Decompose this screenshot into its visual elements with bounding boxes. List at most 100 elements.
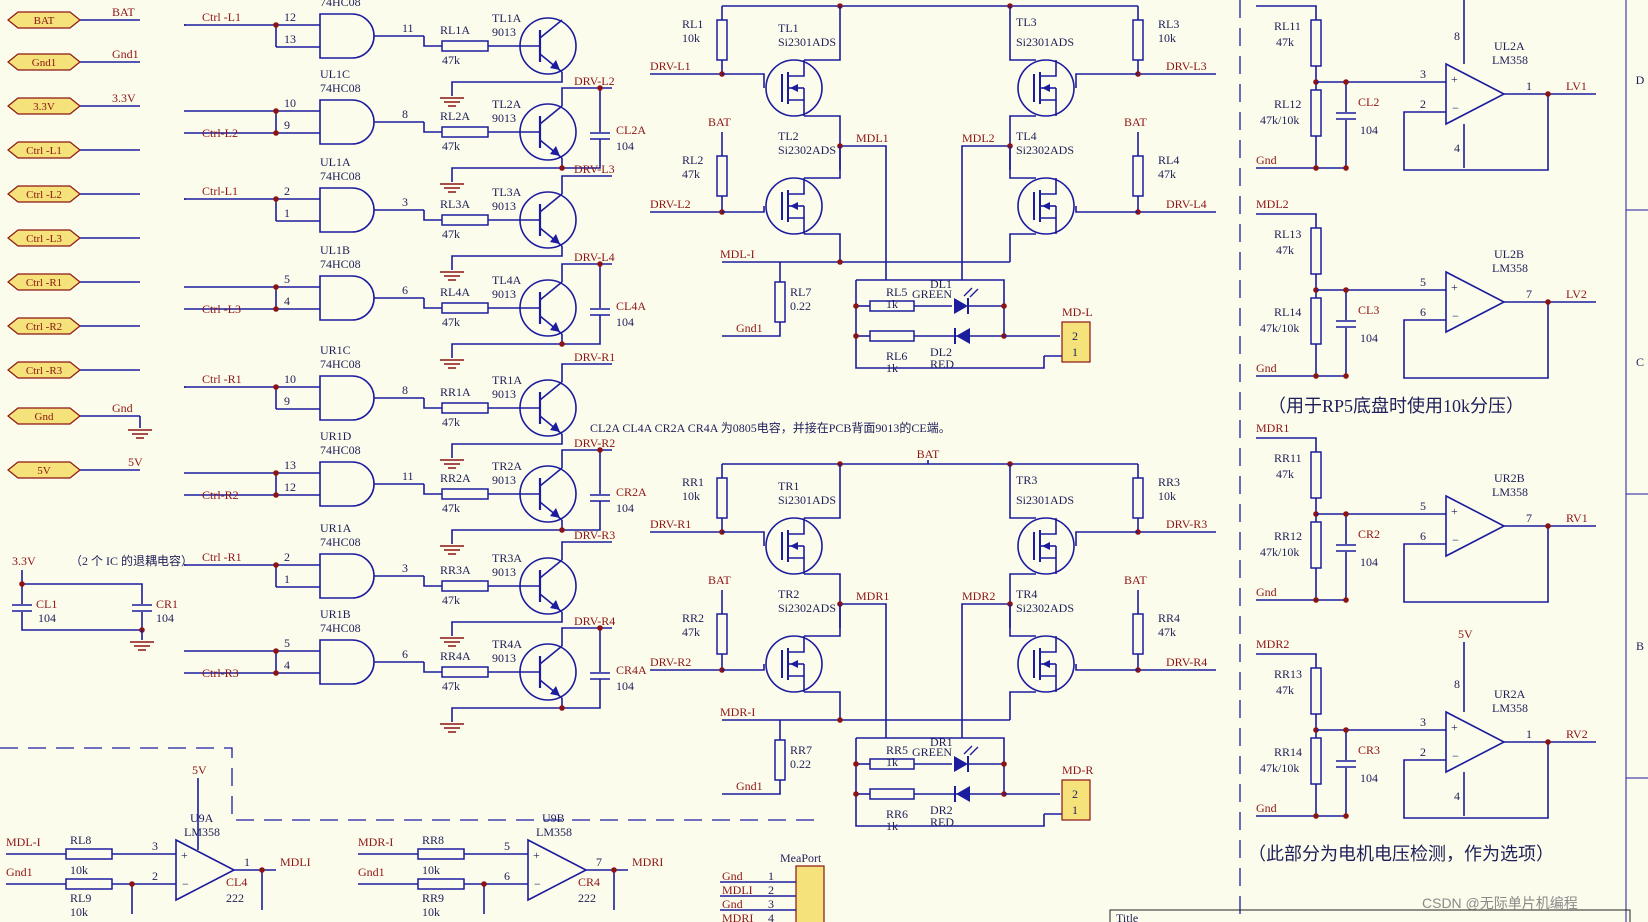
resistor [417,848,465,860]
npn-transistor [519,103,577,161]
label: DRV-L1 [650,59,691,73]
resistor [417,878,465,890]
resistor [716,613,728,655]
led-icon [956,786,970,802]
label: LM358 [1492,261,1528,275]
label: RR2 [682,611,704,625]
label: 11 [402,469,414,483]
label: RV2 [1566,727,1588,741]
wire [840,603,887,738]
mosfet-arrow [790,660,798,668]
label: CR2A [616,485,647,499]
label: 5V [1458,627,1473,641]
resistor [441,126,489,138]
label: 5 [284,636,290,650]
label: RL9 [70,891,91,905]
junction-dot [273,130,279,136]
label: 4 [284,294,290,308]
transistor-collector [539,193,563,213]
label: 74HC08 [320,257,361,271]
label: BAT [708,573,731,587]
resistor [869,330,915,342]
junction-dot [1343,727,1349,733]
label: Gnd1 [358,865,385,879]
label: BAT [34,15,55,27]
label: CL2 [1358,95,1379,109]
resistor [716,477,728,519]
label: 10 [284,372,296,386]
wire [423,398,442,409]
transistor-collector [539,467,563,487]
label: 104 [616,315,634,329]
junction-dot [1313,165,1319,171]
wire [855,280,1045,369]
label: 5V [37,465,51,477]
label: LM358 [536,825,572,839]
label: RL1A [440,23,470,37]
label: 1 [284,572,290,586]
resistor [774,739,786,781]
label: MDLI [280,855,311,869]
emitter-arrow [550,600,560,610]
minus-sign: − [1452,749,1459,763]
label: MDR2 [1256,637,1289,651]
label: U9A [190,811,214,825]
label: TL2 [778,129,799,143]
label: RL7 [790,285,811,299]
volt-det-0: MDL1RL1147kRL1247k/10kGndCL2104+−UL2ALM3… [1256,0,1596,171]
label: Gnd [112,401,133,415]
label: 9013 [492,651,516,665]
label: 11 [402,21,414,35]
junction-dot [1313,373,1319,379]
label: Ctrl -R2 [26,321,62,333]
label: 4 [1454,789,1460,803]
label: 47k [1276,35,1294,49]
wire [561,87,612,106]
label: Gnd [722,869,743,883]
mosfet-arrow [1042,202,1050,210]
label: 74HC08 [320,535,361,549]
label: 3 [1420,67,1426,81]
wire [1009,604,1036,637]
wire [1075,206,1138,213]
resistor [716,155,728,197]
label: 74HC08 [320,621,361,635]
label: 10k [70,863,88,877]
label: Ctrl -L1 [202,10,241,24]
label: CR1 [156,597,178,611]
label: Si2301ADS [778,493,836,507]
label: 12 [284,10,296,24]
connector [795,865,825,922]
label: 47k [1276,467,1294,481]
wire [1040,518,1057,535]
label: 6 [1420,305,1426,319]
label: CR2 [1358,527,1380,541]
label: MeaPort [780,851,822,865]
resistor [1310,451,1322,499]
npn-transistor [519,465,577,523]
wire [804,233,841,262]
emitter-arrow [550,508,560,518]
transistor-collector [539,559,563,579]
label: 9013 [492,565,516,579]
label: DRV-R4 [1166,655,1207,669]
emitter-arrow [550,234,560,244]
label: RR14 [1274,745,1302,759]
label: Ctrl -R1 [26,277,62,289]
resistor [1310,737,1322,785]
label: RR7 [790,743,812,757]
label: 10k [1158,31,1176,45]
label: 4 [1454,141,1460,155]
label: Ctrl -L1 [26,145,62,157]
light-ray [969,288,979,298]
label: 7 [1526,287,1532,301]
label: UL2B [1494,247,1524,261]
label: TL1A [492,11,522,25]
label: 47k [682,625,700,639]
junction-dot [1545,91,1551,97]
wire [423,662,442,673]
transistor-collector [539,645,563,665]
junction-dot [559,341,565,347]
wire [722,780,781,795]
label: MDL1 [856,131,889,145]
